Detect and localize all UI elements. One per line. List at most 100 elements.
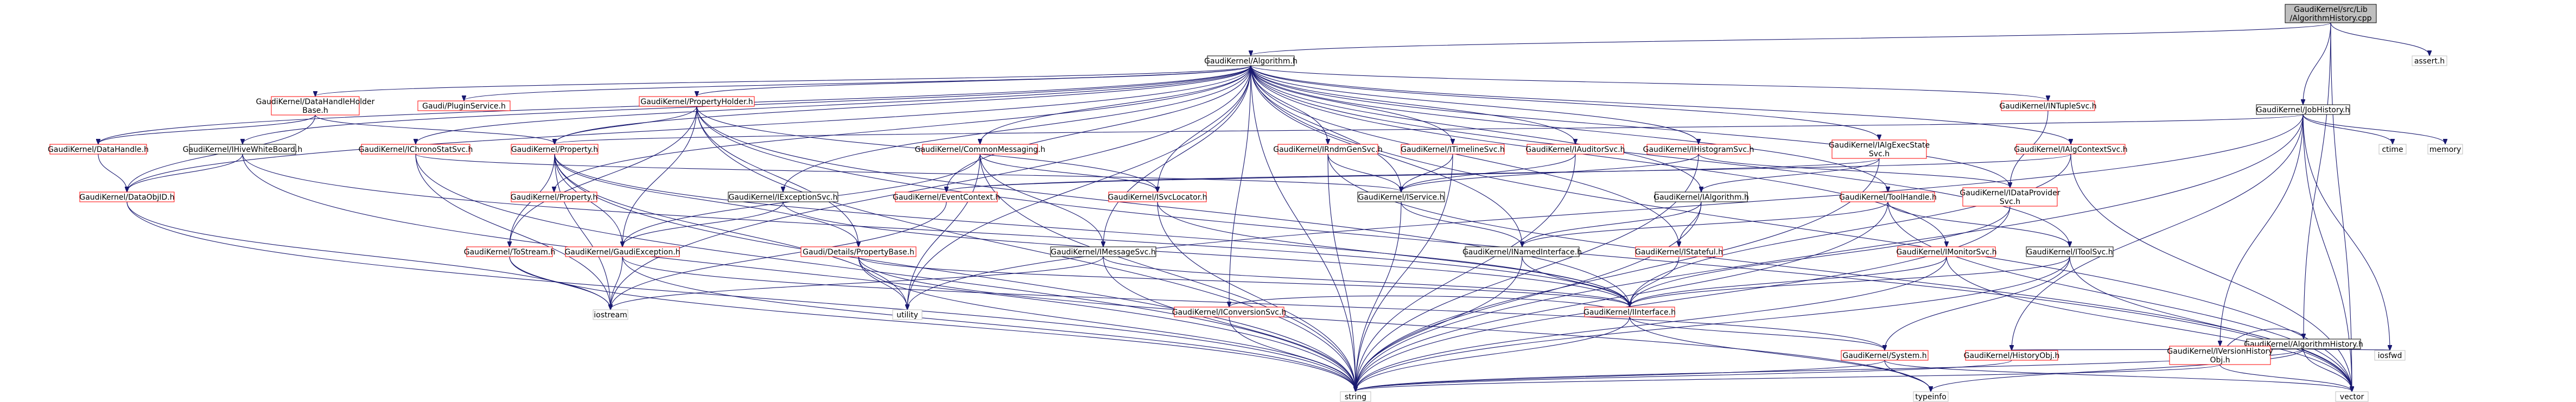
edge-ihivewhiteboard_h-to-iinterface_h <box>242 154 1630 307</box>
edge-propertyholder_h-to-propertybase_h <box>696 106 858 246</box>
node-ihistogramsvc-h[interactable]: GaudiKernel/IHistogramSvc.h <box>1643 144 1754 155</box>
edge-algorithmhistory_h-to-vector <box>2303 348 2352 391</box>
node-box <box>1965 350 2058 361</box>
node-iconversionsvc-h[interactable]: GaudiKernel/IConversionSvc.h <box>1172 307 1287 317</box>
node-isvclocator-h[interactable]: GaudiKernel/ISvcLocator.h <box>1108 192 1207 202</box>
node-label: iosfwd <box>2378 352 2402 360</box>
node-utility[interactable]: utility <box>892 309 923 320</box>
node-icommonmessaging-h[interactable]: GaudiKernel/CommonMessaging.h <box>915 144 1046 155</box>
edge-iexceptionsvc_h-to-iinterface_h <box>783 201 1630 307</box>
node-box <box>639 96 755 107</box>
node-box <box>2285 4 2377 23</box>
edge-tostream_h-to-iostream <box>509 256 610 309</box>
node-iosfwd[interactable]: iosfwd <box>2374 350 2406 361</box>
node-tostream-h[interactable]: GaudiKernel/ToStream.h <box>464 246 556 257</box>
node-iinterface-h[interactable]: GaudiKernel/IInterface.h <box>1583 307 1676 317</box>
edge-algorithm_h-to-propertyholder_h <box>697 65 1251 96</box>
node-ipluginservice[interactable]: Gaudi/PluginService.h <box>417 100 511 111</box>
node-dataobjid-h[interactable]: GaudiKernel/DataObjID.h <box>79 192 175 202</box>
node-datahandle-h[interactable]: GaudiKernel/DataHandle.h <box>48 144 149 155</box>
node-ctime[interactable]: ctime <box>2378 144 2407 155</box>
node-iauditorsvc-h[interactable]: GaudiKernel/IAuditorSvc.h <box>1525 144 1625 155</box>
node-label: GaudiKernel/ITimelineSvc.h <box>1401 145 1505 154</box>
edge-algorithm_h-to-iauditorsvc_h <box>1250 65 1575 144</box>
node-jobhistory-h[interactable]: GaudiKernel/JobHistory.h <box>2256 104 2350 115</box>
node-label: GaudiKernel/IHiveWhiteBoard.h <box>183 145 302 154</box>
node-ichronostatsvc-h[interactable]: GaudiKernel/IChronoStatSvc.h <box>359 144 473 155</box>
edge-jobhistory_h-to-iosfwd <box>2303 114 2390 350</box>
node-box <box>593 309 628 320</box>
node-propertyholder-h[interactable]: GaudiKernel/PropertyHolder.h <box>639 96 755 107</box>
node-root[interactable]: GaudiKernel/src/Lib/AlgorithmHistory.cpp <box>2285 4 2377 23</box>
edge-algorithm_h-to-ihistogramsvc_h <box>1250 65 1699 144</box>
node-itoolhandle-h[interactable]: GaudiKernel/ToolHandle.h <box>1839 192 1937 202</box>
node-label: GaudiKernel/GaudiException.h <box>564 248 680 257</box>
node-string[interactable]: string <box>1340 391 1371 402</box>
node-eventcontext-h[interactable]: GaudiKernel/EventContext.h <box>893 192 1000 202</box>
node-box <box>1174 307 1284 317</box>
edge-ialgexecstatesvc_h-to-string <box>1356 158 1880 391</box>
node-intuplesvc-h[interactable]: GaudiKernel/INTupleSvc.h <box>1999 100 2097 111</box>
node-gaudiexception-h[interactable]: GaudiKernel/GaudiException.h <box>564 246 680 257</box>
node-imonitorsvc-h[interactable]: GaudiKernel/IMonitorSvc.h <box>1896 246 1997 257</box>
node-assert-h[interactable]: assert.h <box>2412 55 2447 66</box>
node-label: ctime <box>2382 145 2403 154</box>
node-imessagesvc-h[interactable]: GaudiKernel/IMessageSvc.h <box>1050 246 1156 257</box>
node-memory[interactable]: memory <box>2427 144 2463 155</box>
edge-root-to-assert_h <box>2330 22 2429 55</box>
edge-iconversionsvc_h-to-iinterface_h <box>1229 295 1630 317</box>
edge-algorithm_h-to-itoolsvc_h <box>1250 65 2070 246</box>
node-itoolsvc-h[interactable]: GaudiKernel/IToolSvc.h <box>2026 246 2114 257</box>
edge-root-to-algorithmhistory_h <box>2304 22 2331 339</box>
edge-algorithm_h-to-idataprovidersvc_h <box>1250 65 2010 187</box>
edge-gaudiexception_h-to-string <box>622 256 1356 391</box>
node-historyobj-h[interactable]: GaudiKernel/HistoryObj.h <box>1964 350 2060 361</box>
edge-icommonmessaging_h-to-utility <box>907 154 981 309</box>
node-propertybase-h[interactable]: Gaudi/Details/PropertyBase.h <box>800 246 917 257</box>
edge-tostream_h-to-string <box>509 256 1356 391</box>
node-box <box>49 144 147 155</box>
edge-datahandleholderbase_h-to-datahandle_h <box>98 114 316 144</box>
node-iexceptionsvc-h[interactable]: GaudiKernel/IExceptionSvc.h <box>728 192 838 202</box>
node-label: GaudiKernel/IChronoStatSvc.h <box>359 145 473 154</box>
node-box <box>892 309 923 320</box>
node-label: GaudiKernel/IAlgorithm.h <box>1653 193 1749 202</box>
node-typeinfo[interactable]: typeinfo <box>1913 391 1949 402</box>
node-system-h[interactable]: GaudiKernel/System.h <box>1841 350 1929 361</box>
edge-itoolhandle_h-to-string <box>1356 201 1888 391</box>
edge-dataobjid_h-to-string <box>126 201 1356 391</box>
node-vector[interactable]: vector <box>2335 391 2369 402</box>
node-gaudiproperty-h[interactable]: GaudiKernel/Property.h <box>511 192 597 202</box>
node-label: GaudiKernel/IStateful.h <box>1635 248 1723 257</box>
edge-algorithm_h-to-ichronostatsvc_h <box>416 65 1251 144</box>
node-label: Svc.h <box>2000 197 2020 206</box>
node-box <box>1357 192 1445 202</box>
node-ialgcontextsvc-h[interactable]: GaudiKernel/IAlgContextSvc.h <box>2014 144 2128 155</box>
node-iostream[interactable]: iostream <box>593 309 628 320</box>
node-irndmgensvc-h[interactable]: GaudiKernel/IRndmGenSvc.h <box>1273 144 1383 155</box>
node-algorithm-h[interactable]: GaudiKernel/Algorithm.h <box>1204 55 1297 66</box>
node-box <box>1526 144 1624 155</box>
node-itimelinesvc-h[interactable]: GaudiKernel/ITimelineSvc.h <box>1401 144 1505 155</box>
node-ihivewhiteboard-h[interactable]: GaudiKernel/IHiveWhiteBoard.h <box>183 144 302 155</box>
node-istateful-h[interactable]: GaudiKernel/IStateful.h <box>1635 246 1723 257</box>
node-property-h[interactable]: GaudiKernel/Property.h <box>511 144 599 155</box>
node-label: Gaudi/Details/PropertyBase.h <box>803 248 914 257</box>
node-box <box>189 144 296 155</box>
node-inamedinterface-h[interactable]: GaudiKernel/INamedInterface.h <box>1462 246 1582 257</box>
node-iservice-h[interactable]: GaudiKernel/IService.h <box>1357 192 1445 202</box>
node-ialgorithm-h[interactable]: GaudiKernel/IAlgorithm.h <box>1653 192 1749 202</box>
edge-jobhistory_h-to-string <box>1356 114 2304 391</box>
node-label: GaudiKernel/IMonitorSvc.h <box>1896 248 1996 257</box>
node-box <box>271 96 360 116</box>
node-box <box>1831 139 1927 159</box>
node-box <box>1465 246 1580 257</box>
edge-istateful_h-to-iinterface_h <box>1630 256 1680 307</box>
node-algorithmhistory-h[interactable]: GaudiKernel/AlgorithmHistory.h <box>2244 339 2363 349</box>
node-box <box>1050 246 1156 257</box>
